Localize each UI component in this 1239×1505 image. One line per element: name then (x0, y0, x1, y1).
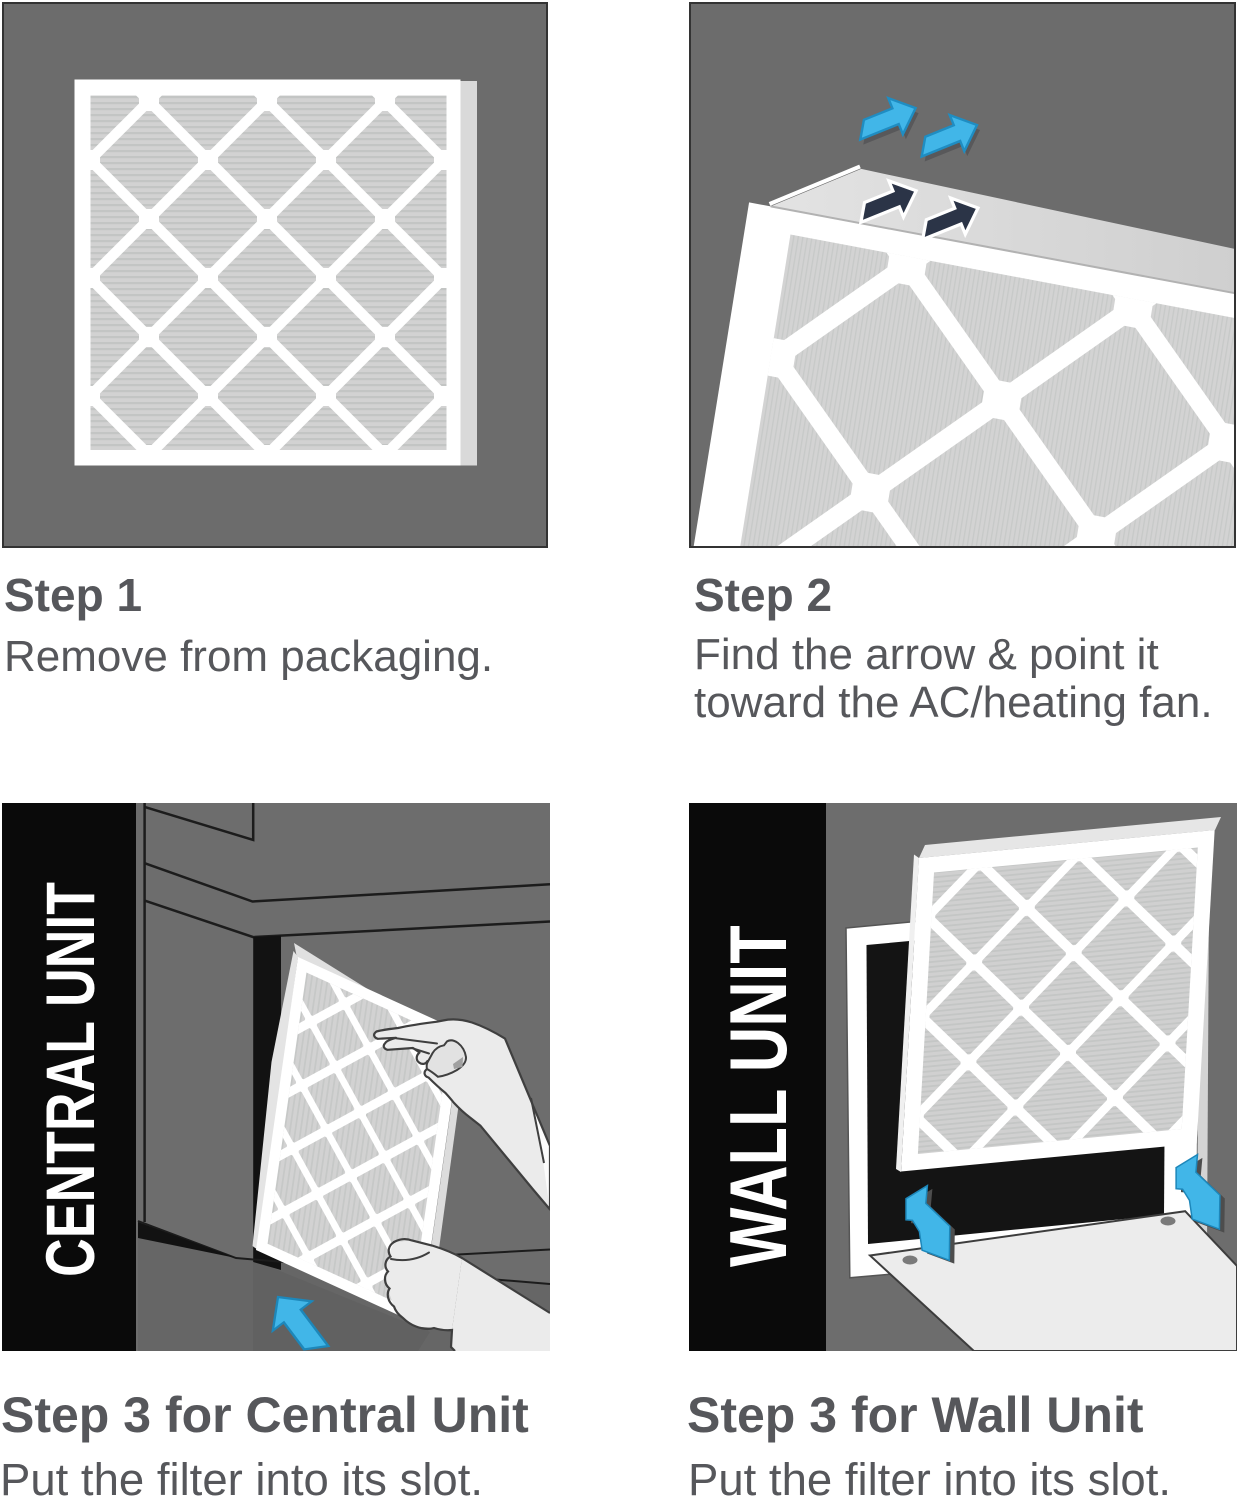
svg-text:WALL UNIT: WALL UNIT (713, 925, 803, 1267)
svg-text:CENTRAL UNIT: CENTRAL UNIT (33, 882, 110, 1277)
